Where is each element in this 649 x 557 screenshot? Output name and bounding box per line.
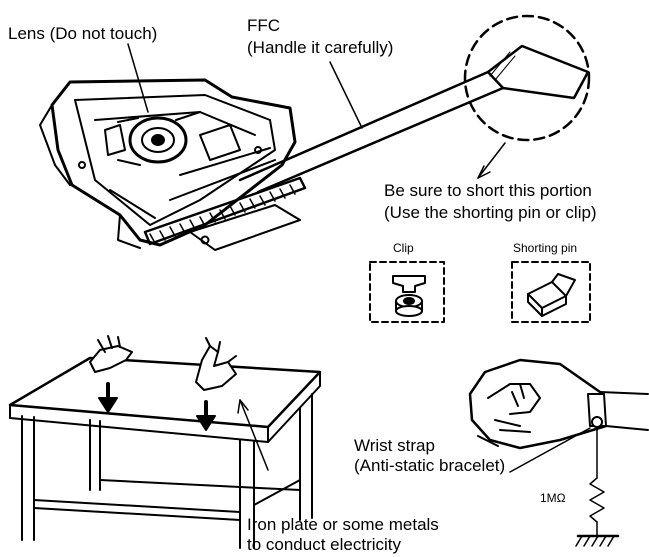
clip-label: Clip bbox=[393, 241, 414, 255]
shorting-pin-label: Shorting pin bbox=[513, 241, 578, 255]
short-portion-label-line2: (Use the shorting pin or clip) bbox=[384, 203, 597, 222]
short-portion-label-line1: Be sure to short this portion bbox=[384, 181, 592, 200]
ffc-title-label: FFC bbox=[247, 16, 281, 35]
resistor-label: 1MΩ bbox=[540, 491, 566, 505]
wrist-strap-label-line2: (Anti-static bracelet) bbox=[354, 456, 506, 475]
optical-pickup-illustration bbox=[39, 43, 307, 251]
wrist-strap-illustration bbox=[468, 358, 649, 547]
short-portion-highlight bbox=[463, 14, 591, 142]
short-portion-leader bbox=[477, 142, 506, 179]
lens-label: Lens (Do not touch) bbox=[8, 24, 158, 43]
iron-plate-label-line2: to conduct electricity bbox=[247, 535, 402, 554]
ffc-note-label: (Handle it carefully) bbox=[247, 38, 394, 57]
iron-plate-label-line1: Iron plate or some metals bbox=[247, 515, 439, 534]
ffc-ribbon-illustration bbox=[238, 44, 590, 194]
grounded-table-illustration bbox=[8, 335, 322, 549]
clip-box bbox=[369, 261, 445, 323]
shorting-pin-box bbox=[511, 261, 591, 323]
wrist-strap-label-line1: Wrist strap bbox=[354, 436, 435, 455]
